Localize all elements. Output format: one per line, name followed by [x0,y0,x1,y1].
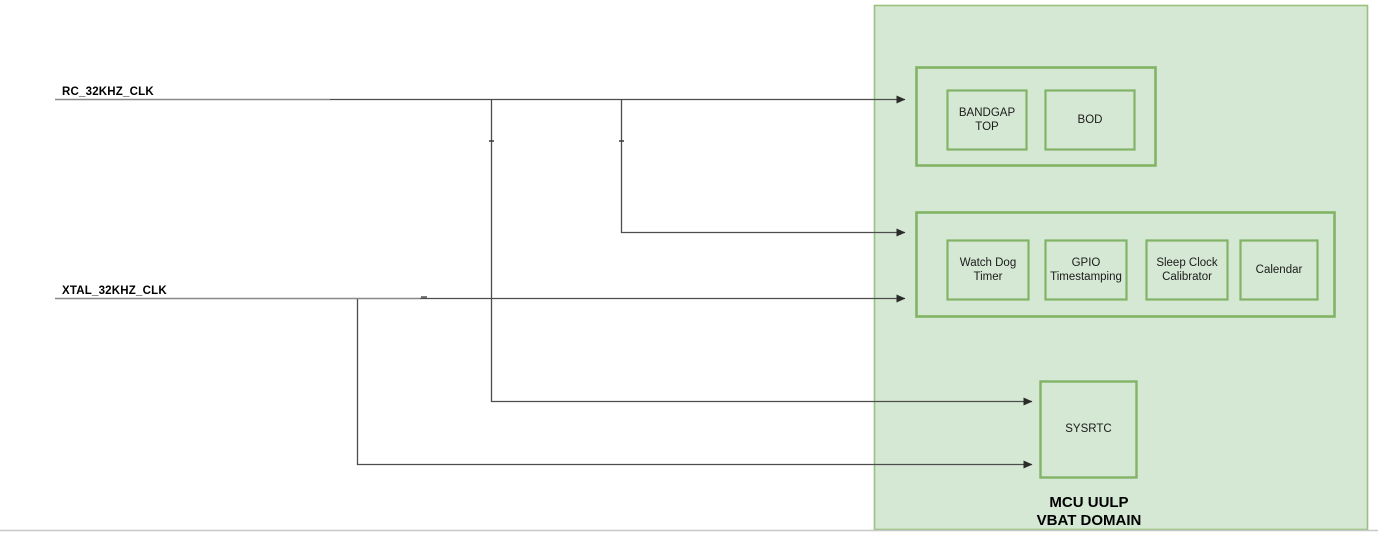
bandgap-top-block [946,89,1028,151]
signal-label-rc-32khz-clk: RC_32KHZ_CLK [62,86,154,98]
signal-label-xtal-32khz-clk: XTAL_32KHZ_CLK [62,285,167,297]
gpio-timestamping-block [1044,239,1128,301]
watch-dog-timer-block [946,239,1030,301]
wire-rc-branch-sysrtc [490,99,1033,406]
sleep-clock-calibrator-block [1145,239,1229,301]
wire-rc-branch-peripherals [620,99,906,237]
mcu-uulp-vbat-domain-caption: MCU UULP VBAT DOMAIN [1036,494,1142,530]
sysrtc-block [1039,380,1138,479]
calendar-block [1239,239,1319,301]
bod-block [1044,89,1136,151]
wire-xtal-branch-sysrtc [356,298,1033,469]
